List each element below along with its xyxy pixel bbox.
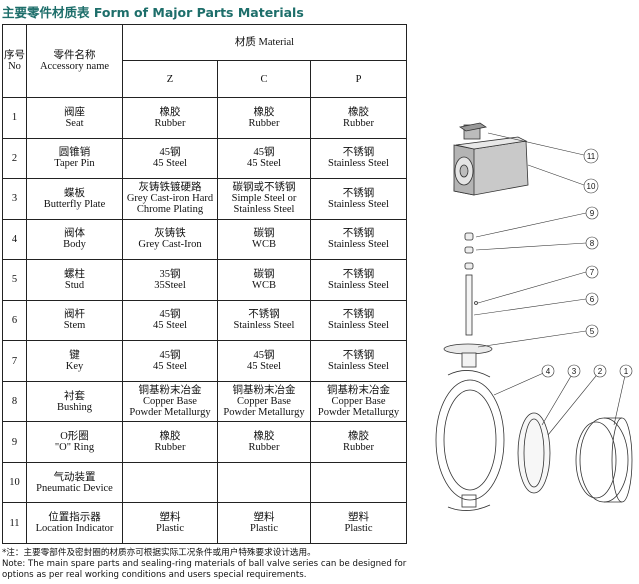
part-name: O形圈"O" Ring	[26, 421, 123, 463]
footnote-en-2: options as per real working conditions a…	[2, 570, 307, 580]
page-title: 主要零件材质表 Form of Major Parts Materials	[2, 5, 304, 20]
row-number: 5	[2, 259, 27, 301]
row-number: 11	[2, 502, 27, 544]
callout-8: 8	[590, 239, 595, 248]
row-number: 8	[2, 380, 27, 423]
material-p	[309, 461, 408, 504]
seat-ring	[575, 417, 633, 503]
row-number: 9	[2, 421, 27, 463]
callout-5: 5	[590, 327, 595, 336]
row-number: 6	[2, 299, 27, 342]
footnote-cn: *注：主要零部件及密封圈的材质亦可根据实际工况条件或用户特殊要求设计选用。	[2, 548, 316, 558]
row-number: 10	[2, 461, 27, 504]
callout-3: 3	[572, 367, 577, 376]
callout-7: 7	[590, 268, 595, 277]
callout-2: 2	[598, 367, 603, 376]
valve-body	[435, 343, 505, 511]
row-number: 4	[2, 218, 27, 261]
valve-exploded-drawing: 11 10 9 8 7 6 5 4 3 2 1	[435, 122, 633, 511]
callout-10: 10	[587, 182, 596, 191]
callout-11: 11	[587, 152, 596, 161]
butterfly-plate	[517, 412, 551, 494]
stem-parts	[464, 232, 478, 336]
row-number: 7	[2, 340, 27, 382]
header-col-c: C	[217, 60, 311, 98]
callout-6: 6	[590, 295, 595, 304]
pneumatic-actuator	[453, 122, 529, 196]
callouts: 11 10 9 8 7 6 5 4 3 2 1	[473, 132, 633, 436]
footnote: *注：主要零部件及密封圈的材质亦可根据实际工况条件或用户特殊要求设计选用。 No…	[2, 548, 422, 581]
material-z	[122, 461, 218, 504]
callout-4: 4	[546, 367, 551, 376]
header-material: 材质 Material	[121, 23, 408, 62]
header-col-z: Z	[122, 60, 218, 98]
row-number: 3	[2, 178, 27, 220]
header-col-p: P	[309, 60, 408, 98]
row-number: 1	[2, 96, 27, 139]
material-c	[217, 461, 311, 504]
callout-9: 9	[590, 209, 595, 218]
callout-1: 1	[624, 367, 629, 376]
row-number: 2	[2, 137, 27, 180]
footnote-en-1: Note: The main spare parts and sealing-r…	[2, 559, 407, 569]
